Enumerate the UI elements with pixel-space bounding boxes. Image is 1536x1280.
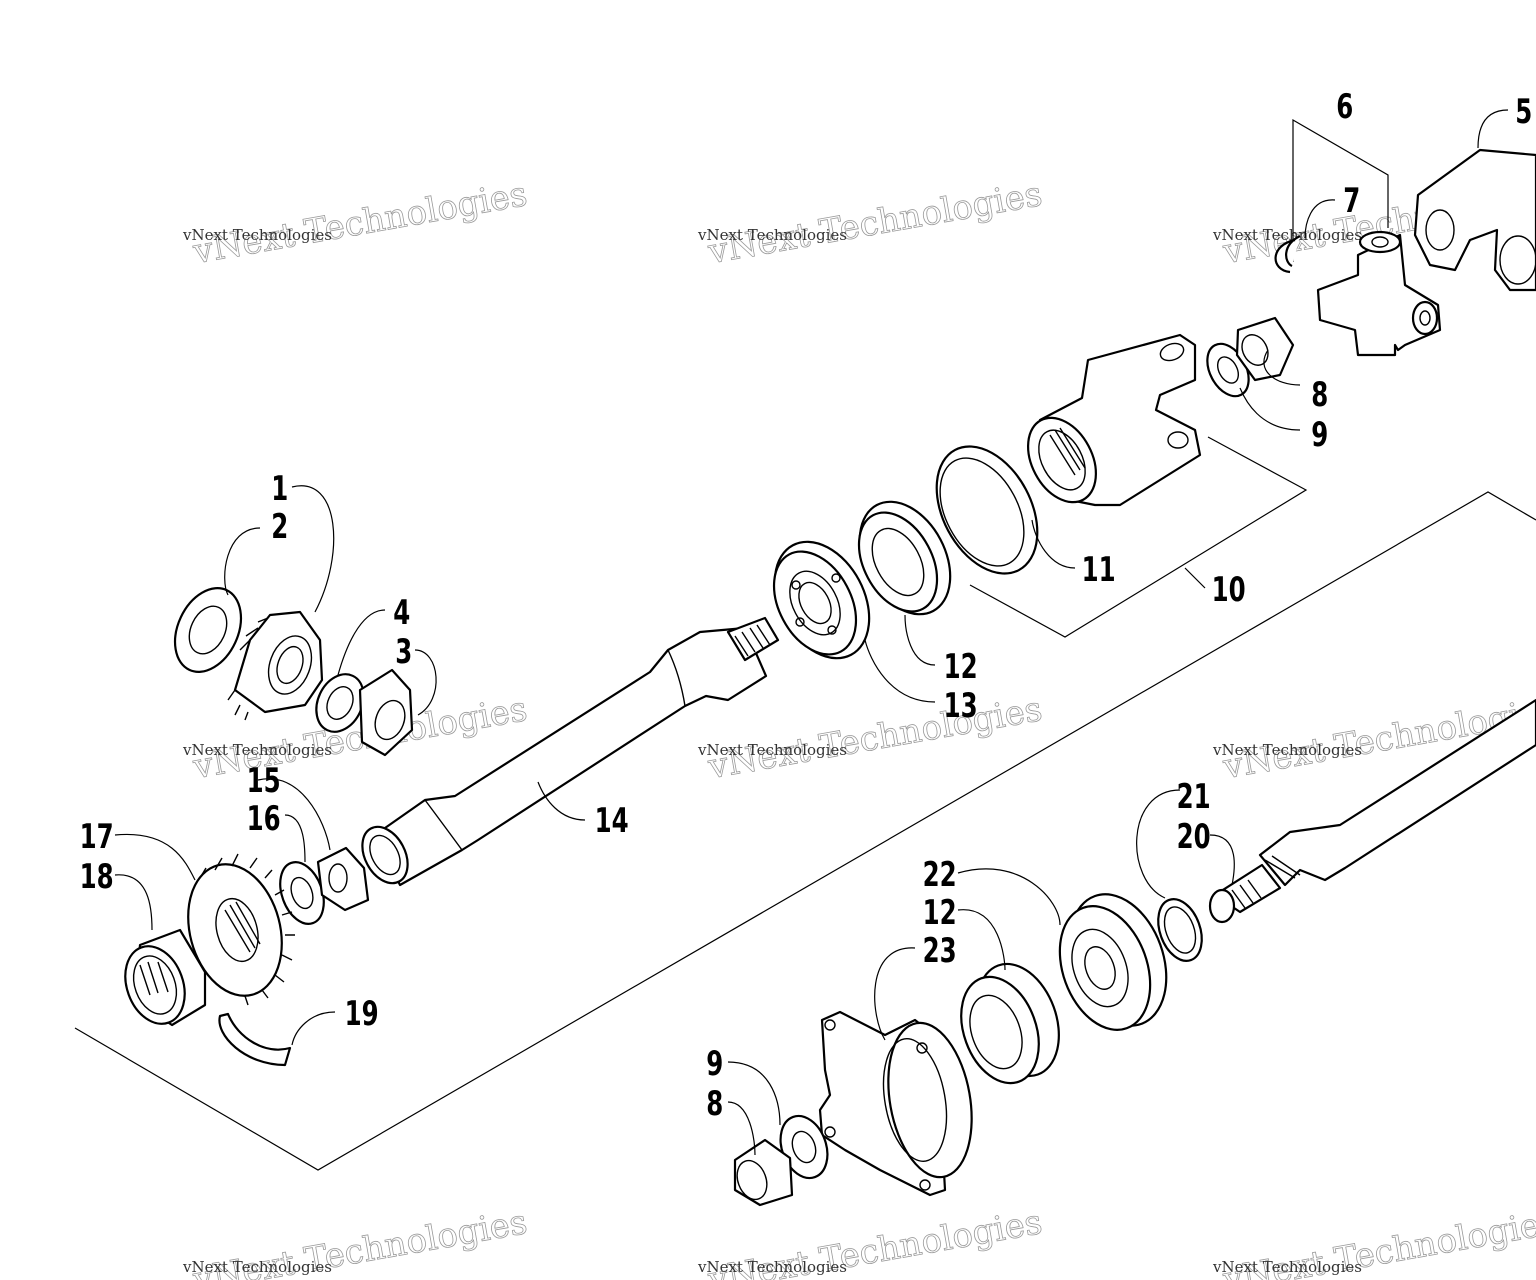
callout-7: 7 [1343,181,1360,220]
callout-labels: 1 2 3 4 5 6 7 8 9 10 11 12 13 14 15 16 1… [80,87,1533,1123]
watermark-text: vNext Technologies [190,174,531,272]
seal-12-lower [960,962,1060,1085]
group-outline-10 [969,436,1308,638]
watermark-small-text: vNext Technologies [1212,226,1362,244]
bevel-gear-1 [227,610,324,721]
callout-12-lower: 12 [923,893,957,932]
nut-8-lower [733,1138,794,1207]
callout-1: 1 [271,469,288,508]
watermark-text: vNext Technologies [705,689,1046,787]
group-outline-large [74,491,1536,1171]
washer-9-lower [779,1114,829,1180]
callout-4: 4 [393,593,410,632]
shaft-lower [1208,698,1536,924]
callout-6: 6 [1336,87,1353,126]
callout-9-upper: 9 [1311,415,1328,454]
watermark-small-text: vNext Technologies [182,226,332,244]
callout-11: 11 [1082,550,1116,589]
watermark-small-text: vNext Technologies [697,1258,847,1276]
gear-17 [187,853,295,1006]
watermark-small-text: vNext Technologies [697,226,847,244]
callout-17: 17 [80,817,114,856]
watermark-small-text: vNext Technologies [697,741,847,759]
group-outline-6 [1292,118,1389,262]
nut-8-upper [1235,316,1295,382]
ring-11 [935,445,1039,575]
callout-10: 10 [1212,570,1246,609]
callout-5: 5 [1515,92,1532,131]
washer-2 [173,587,243,673]
callout-13: 13 [944,686,978,725]
watermark-small-text: vNext Technologies [182,1258,332,1276]
callout-12-upper: 12 [944,647,978,686]
callout-23: 23 [923,931,957,970]
callout-15: 15 [247,761,281,800]
callout-3: 3 [395,632,412,671]
callout-22: 22 [923,855,957,894]
seal-12-upper [857,500,952,616]
callout-8-lower: 8 [706,1084,723,1123]
watermark-text: vNext Technologies [705,174,1046,272]
callout-18: 18 [80,857,114,896]
callout-19: 19 [345,994,379,1033]
bearing-22 [1058,893,1168,1031]
shaft-14 [361,616,780,887]
callout-9-lower: 9 [706,1044,723,1083]
callout-2: 2 [271,507,288,546]
clip-7 [1274,235,1301,274]
callout-21: 21 [1177,777,1211,816]
snap-ring-19 [218,1012,292,1067]
yoke-10 [1027,333,1202,507]
leader-lines [114,109,1509,1156]
ring-21 [1157,898,1203,962]
bearing-housing-23 [818,1010,973,1197]
callout-14: 14 [595,801,629,840]
bearing-12-13-upper [772,540,871,660]
watermark-small-text: vNext Technologies [182,741,332,759]
watermark-small-text: vNext Technologies [1212,1258,1362,1276]
nut-15 [316,846,370,912]
callout-8-upper: 8 [1311,375,1328,414]
u-joint-6 [1316,230,1442,357]
yoke-5 [1413,148,1536,292]
callout-20: 20 [1177,817,1211,856]
needle-bearing-18 [124,928,207,1027]
watermark-small-text: vNext Technologies [1212,741,1362,759]
nut-3 [358,668,414,757]
callout-16: 16 [247,799,281,838]
